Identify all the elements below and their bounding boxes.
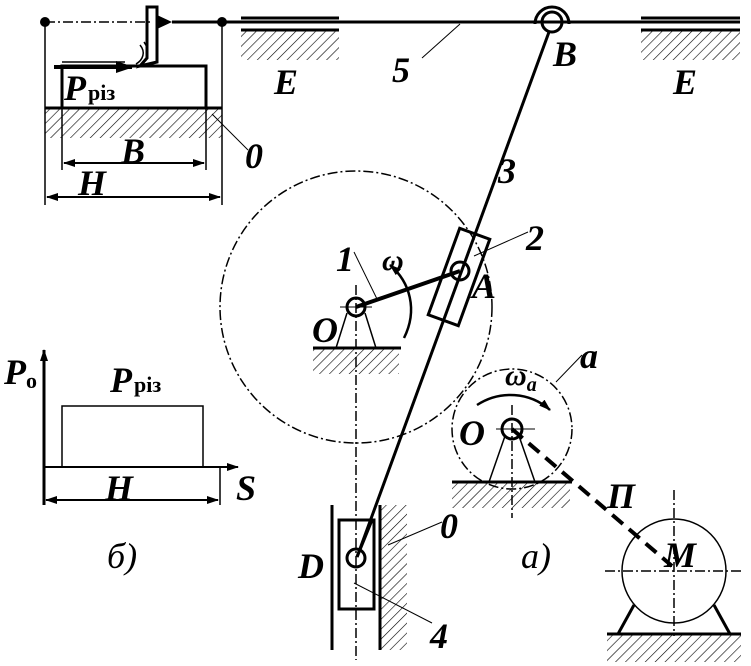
joint-A-label: A: [470, 266, 496, 306]
cutting-tool: [135, 5, 172, 69]
dim-H-label: H: [77, 163, 107, 203]
joint-A: [449, 260, 471, 282]
chart-y-label: Po: [3, 352, 37, 393]
gear-a-leader: [555, 354, 583, 383]
motor-M: M: [605, 490, 744, 662]
ground-0-label-top: 0: [245, 136, 263, 176]
ground-0-label-bottom: 0: [440, 506, 458, 546]
guide-E-left: [241, 30, 339, 60]
link-2-label: 2: [525, 218, 544, 258]
gear-a-label: a: [580, 336, 598, 376]
caption-a: а): [521, 536, 551, 576]
motor-M-label: M: [663, 535, 698, 575]
link-5-label: 5: [392, 50, 410, 90]
ground-0-leader: [211, 113, 249, 151]
motor-ground-hatch: [607, 634, 741, 662]
joint-D: [345, 547, 367, 569]
link-2-leader: [473, 231, 529, 257]
guide-E-left-label: E: [273, 62, 298, 102]
force-stroke-chart: Po Pріз S H: [3, 349, 256, 508]
pivot-O-gear-label: O: [459, 413, 485, 453]
slider-D-assembly: 0 D 4: [297, 505, 458, 660]
crank-1: A 1 ω O: [312, 239, 496, 374]
table-hatch: [45, 108, 222, 138]
pivot-O-label: O: [312, 310, 338, 350]
link-5-leader: [421, 23, 461, 59]
guide-E-right: [641, 30, 740, 60]
ground-0-leader-bottom: [387, 521, 443, 546]
link-1-leader: [353, 251, 379, 302]
chart-span-label: H: [104, 468, 134, 508]
dim-B-label: B: [120, 131, 145, 171]
gear-a-assembly: a ωa O: [451, 336, 598, 518]
chart-level-label: Pріз: [109, 360, 161, 400]
slider-D-label: D: [297, 546, 324, 586]
joint-B-label: B: [552, 34, 577, 74]
rocker-link-3: [355, 31, 551, 558]
omega-a-label: ωa: [505, 359, 537, 396]
link-1-label: 1: [336, 239, 354, 279]
cutting-force-label: Pріз: [63, 68, 115, 108]
chart-x-label: S: [236, 468, 256, 508]
belt-drive: [510, 427, 674, 568]
belt-P-label: П: [606, 476, 636, 516]
guide-E-right-label: E: [672, 62, 697, 102]
chart-force-rect: [61, 405, 204, 467]
guide-hatch: [381, 505, 407, 650]
workpiece-assembly: Pріз B H 0: [40, 5, 263, 205]
ram-link-5: 5 E E: [172, 16, 740, 102]
slider-block-2: 2: [426, 218, 544, 328]
crank-path-circle: [219, 170, 493, 444]
gear-ground-hatch: [452, 482, 570, 508]
omega-arrow: [389, 264, 413, 339]
link-4-leader: [353, 582, 433, 624]
pivot-ground-hatch: [313, 348, 399, 374]
caption-b: б): [107, 536, 137, 576]
link-4-label: 4: [429, 616, 448, 656]
omega-label: ω: [382, 244, 404, 277]
joint-B: B: [533, 5, 577, 74]
link-3-label: 3: [497, 151, 516, 191]
omega-a-arrow: [476, 393, 551, 411]
